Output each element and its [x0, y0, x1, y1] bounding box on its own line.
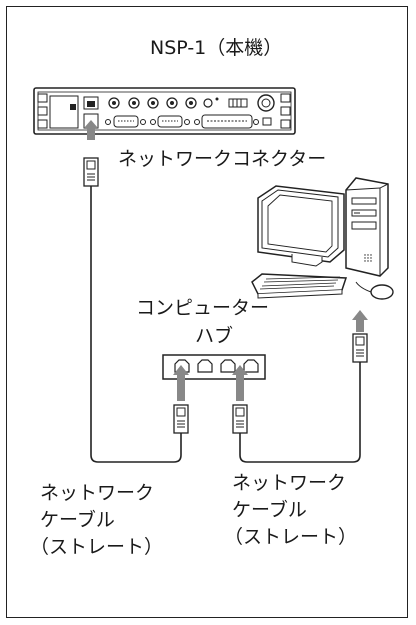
- diagram-frame: [6, 6, 408, 618]
- arrow-to-device-port: [84, 120, 98, 140]
- hub-label: ハブ: [195, 325, 234, 347]
- computer-icon: [251, 177, 394, 300]
- plug-computer: [352, 333, 368, 363]
- cable-left-line1: ネットワーク: [40, 482, 155, 504]
- nsp1-device: [33, 87, 296, 135]
- device-title: NSP-1（本機）: [150, 37, 283, 59]
- network-connector-label: ネットワークコネクター: [118, 148, 327, 170]
- computer-label: コンピューター: [136, 297, 270, 319]
- cable-right-line1: ネットワーク: [232, 472, 347, 494]
- plug-hub-left: [173, 404, 189, 434]
- cable-left-line2: ケーブル: [40, 509, 115, 531]
- arrow-to-hub-left: [173, 365, 189, 401]
- arrow-to-hub-right: [232, 365, 248, 401]
- plug-device: [83, 157, 99, 187]
- plug-hub-right: [232, 404, 248, 434]
- cable-right: [239, 362, 361, 463]
- arrow-to-computer: [352, 310, 368, 332]
- cable-left-line3: （ストレート）: [30, 536, 164, 558]
- cable-left: [90, 186, 182, 463]
- cable-right-line2: ケーブル: [232, 499, 307, 521]
- cable-right-line3: （ストレート）: [224, 526, 358, 548]
